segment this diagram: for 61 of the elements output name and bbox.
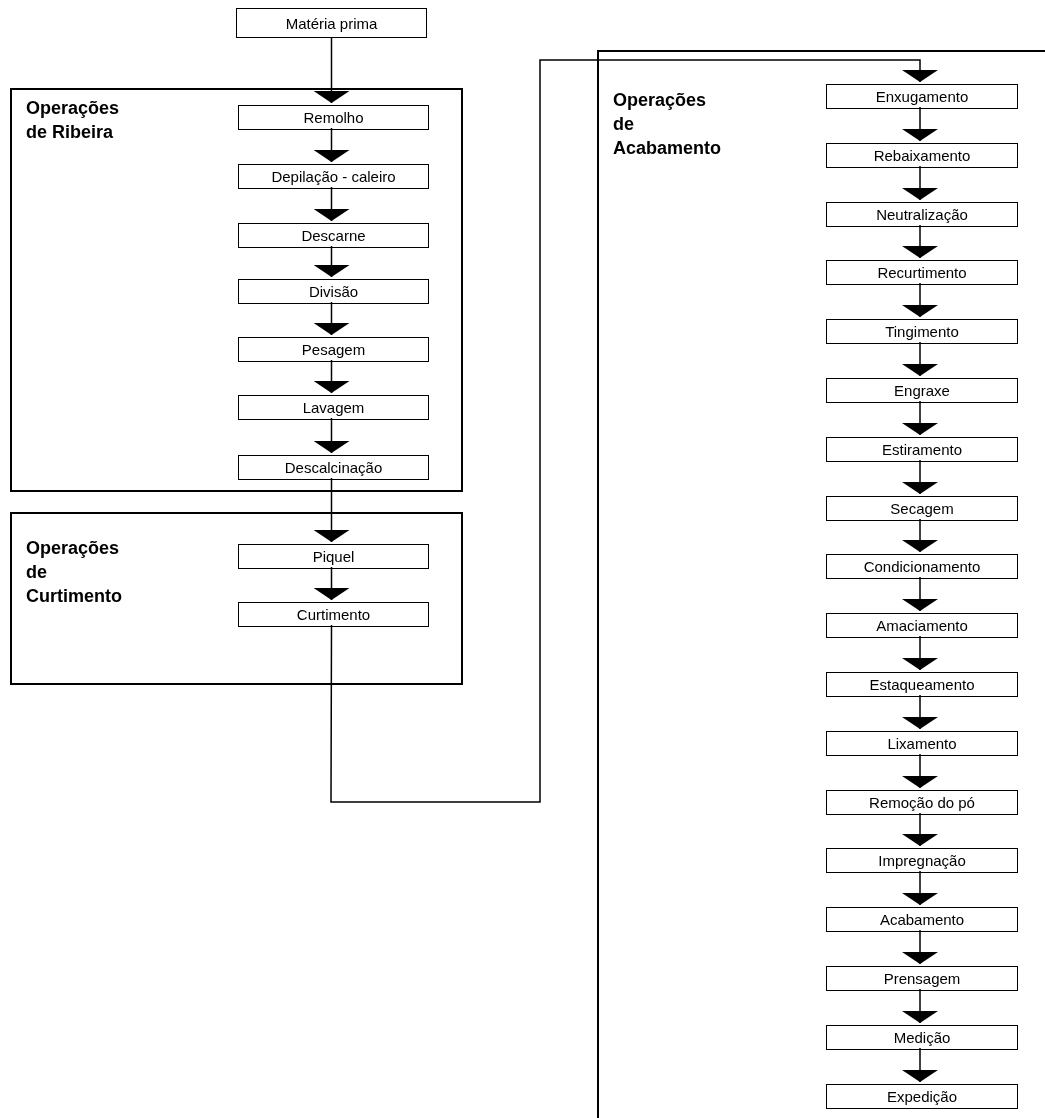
arrow xyxy=(902,165,938,201)
process-box: Piquel xyxy=(238,544,429,569)
arrow xyxy=(902,870,938,906)
process-box: Engraxe xyxy=(826,378,1018,403)
process-box: Condicionamento xyxy=(826,554,1018,579)
arrow xyxy=(902,341,938,377)
process-box: Expedição xyxy=(826,1084,1018,1109)
process-box: Pesagem xyxy=(238,337,429,362)
group-heading: Operações de Ribeira xyxy=(26,97,121,144)
process-box: Divisão xyxy=(238,279,429,304)
arrow xyxy=(902,1047,938,1083)
arrow xyxy=(902,812,938,847)
process-box: Lavagem xyxy=(238,395,429,420)
arrow xyxy=(313,359,350,394)
arrow xyxy=(313,37,350,104)
arrow xyxy=(313,245,350,278)
process-box: Acabamento xyxy=(826,907,1018,932)
process-box: Descalcinação xyxy=(238,455,429,480)
process-box: Remolho xyxy=(238,105,429,130)
arrow xyxy=(902,988,938,1024)
process-box: Lixamento xyxy=(826,731,1018,756)
group-heading: Operações de Acabamento xyxy=(613,89,723,160)
arrow xyxy=(902,635,938,671)
process-box: Remoção do pó xyxy=(826,790,1018,815)
arrow xyxy=(330,59,938,803)
arrow xyxy=(902,929,938,965)
process-box: Estaqueamento xyxy=(826,672,1018,697)
arrow xyxy=(902,753,938,789)
arrow xyxy=(313,301,350,336)
process-box: Depilação - caleiro xyxy=(238,164,429,189)
arrow xyxy=(902,224,938,259)
group-panel xyxy=(597,50,1045,1118)
process-box: Enxugamento xyxy=(826,84,1018,109)
process-box: Descarne xyxy=(238,223,429,248)
arrow xyxy=(902,459,938,495)
process-box: Prensagem xyxy=(826,966,1018,991)
process-box: Curtimento xyxy=(238,602,429,627)
process-box: Impregnação xyxy=(826,848,1018,873)
process-box: Recurtimento xyxy=(826,260,1018,285)
arrow xyxy=(902,106,938,142)
process-box: Rebaixamento xyxy=(826,143,1018,168)
process-box: Tingimento xyxy=(826,319,1018,344)
process-box: Secagem xyxy=(826,496,1018,521)
arrow xyxy=(902,694,938,730)
arrow xyxy=(313,477,350,543)
arrow xyxy=(313,127,350,163)
group-panel xyxy=(10,512,463,685)
group-heading: Operações de Curtimento xyxy=(26,537,123,608)
process-box: Estiramento xyxy=(826,437,1018,462)
arrow xyxy=(902,518,938,553)
process-box: Amaciamento xyxy=(826,613,1018,638)
process-box: Medição xyxy=(826,1025,1018,1050)
process-box: Matéria prima xyxy=(236,8,427,38)
group-panel xyxy=(10,88,463,492)
arrow xyxy=(902,400,938,436)
arrow xyxy=(902,282,938,318)
process-box: Neutralização xyxy=(826,202,1018,227)
arrow xyxy=(313,566,350,601)
arrow xyxy=(902,576,938,612)
arrow xyxy=(313,417,350,454)
arrow xyxy=(313,186,350,222)
